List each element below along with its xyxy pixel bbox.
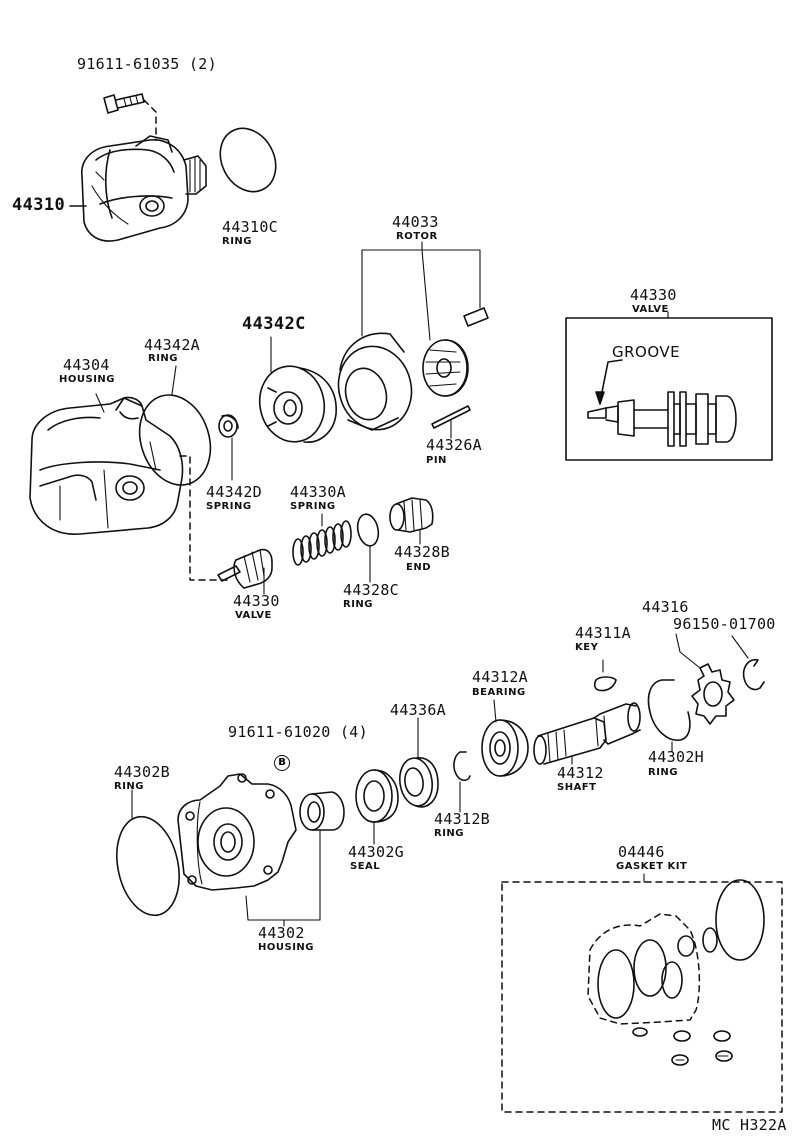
label-44342d: 44342D xyxy=(206,483,262,501)
ring-44302h xyxy=(647,679,691,741)
label-44302b-name: RING xyxy=(114,781,144,792)
bushing xyxy=(299,791,345,831)
label-44302h: 44302H xyxy=(648,748,704,766)
valve-inset-box xyxy=(565,317,773,461)
key-44311a xyxy=(593,676,617,692)
label-44302g: 44302G xyxy=(348,843,404,861)
label-44312b: 44312B xyxy=(434,810,490,828)
label-96150-01700: 96150-01700 xyxy=(673,615,776,633)
figure-code: MC H322A xyxy=(712,1116,787,1134)
snap-ring-96150-01700 xyxy=(742,658,765,691)
label-44312: 44312 xyxy=(557,764,604,782)
label-44328c: 44328C xyxy=(343,581,399,599)
label-44311a-name: KEY xyxy=(575,642,599,653)
gasket-kit-contents xyxy=(587,879,765,1066)
bolt-91611-61035 xyxy=(103,93,145,114)
label-44304-name: HOUSING xyxy=(59,374,115,385)
label-44336a: 44336A xyxy=(390,701,446,719)
label-91611-61035: 91611-61035 (2) xyxy=(77,55,217,73)
ring-44342a xyxy=(138,394,212,486)
valve-inset-spool xyxy=(587,391,737,447)
label-04446: 04446 xyxy=(618,843,665,861)
ring-44342a-leader xyxy=(171,365,177,395)
label-44316: 44316 xyxy=(642,598,689,616)
housing-44302-bracket xyxy=(245,829,321,921)
label-44310: 44310 xyxy=(12,195,66,215)
label-44342a-name: RING xyxy=(148,353,178,364)
housing-valve-dashed xyxy=(179,455,229,581)
label-44330-top-name: VALVE xyxy=(632,304,669,315)
flow-valve-44330 xyxy=(217,548,273,589)
gasket-kit-box xyxy=(501,881,783,1113)
rotor-bracket xyxy=(361,249,481,341)
seal-44302g xyxy=(355,769,399,823)
label-44326a: 44326A xyxy=(426,436,482,454)
label-44328b-name: END xyxy=(406,562,432,573)
drive-gear-44316 xyxy=(691,663,735,725)
cam-ring xyxy=(337,332,413,431)
b-mark-symbol: B xyxy=(274,755,290,771)
label-44033-name: ROTOR xyxy=(396,231,438,242)
shaft-44312 xyxy=(533,702,641,765)
label-44326a-name: PIN xyxy=(426,455,447,466)
pump-assembly-44310 xyxy=(69,135,207,242)
label-44310c-name: RING xyxy=(222,236,252,247)
label-44330-top: 44330 xyxy=(630,286,677,304)
label-44330a: 44330A xyxy=(290,483,346,501)
seal-44336a xyxy=(399,757,439,808)
label-44342c: 44342C xyxy=(242,314,306,334)
label-44328b: 44328B xyxy=(394,543,450,561)
label-44330a-name: SPRING xyxy=(290,501,336,512)
label-44311a: 44311A xyxy=(575,624,631,642)
groove-leader xyxy=(599,359,623,403)
label-44312a-name: BEARING xyxy=(472,687,526,698)
bolt-leader-dashed xyxy=(143,99,157,141)
label-44330-mid: 44330 xyxy=(233,592,280,610)
spring-44330a xyxy=(292,520,352,566)
ring-44302b xyxy=(116,815,180,917)
gear-leader xyxy=(675,633,701,669)
bearing-leader xyxy=(493,699,497,723)
label-44302g-name: SEAL xyxy=(350,861,381,872)
housing-leader xyxy=(95,393,105,413)
end-plug-44328b xyxy=(389,497,434,533)
label-44312b-name: RING xyxy=(434,828,464,839)
label-44328c-name: RING xyxy=(343,599,373,610)
pin-44326a xyxy=(431,405,471,429)
snap-ring-leader xyxy=(731,635,749,659)
label-44304: 44304 xyxy=(63,356,110,374)
groove-arrowhead xyxy=(595,391,605,405)
label-44330-mid-name: VALVE xyxy=(235,610,272,621)
label-04446-name: GASKET KIT xyxy=(616,861,688,872)
ring-44312b xyxy=(453,751,471,782)
label-44033: 44033 xyxy=(392,213,439,231)
label-44312a: 44312A xyxy=(472,668,528,686)
label-44342a: 44342A xyxy=(144,336,200,354)
label-44302b: 44302B xyxy=(114,763,170,781)
label-44342d-name: SPRING xyxy=(206,501,252,512)
label-44310c: 44310C xyxy=(222,218,278,236)
ring-44328c xyxy=(356,513,380,547)
label-groove: GROOVE xyxy=(612,343,681,361)
rotor-vane xyxy=(463,307,489,327)
label-44302: 44302 xyxy=(258,924,305,942)
rotor xyxy=(422,339,469,397)
ring-44310c xyxy=(219,127,277,193)
label-44312-name: SHAFT xyxy=(557,782,597,793)
label-44302-name: HOUSING xyxy=(258,942,314,953)
housing-44304 xyxy=(29,396,184,535)
spring-44342d xyxy=(218,414,239,438)
side-plate-44342c xyxy=(258,365,337,443)
housing-44302 xyxy=(177,773,297,891)
label-91611-61020: 91611-61020 (4) xyxy=(228,723,368,741)
label-44302h-name: RING xyxy=(648,767,678,778)
bearing-44312a xyxy=(481,719,529,777)
